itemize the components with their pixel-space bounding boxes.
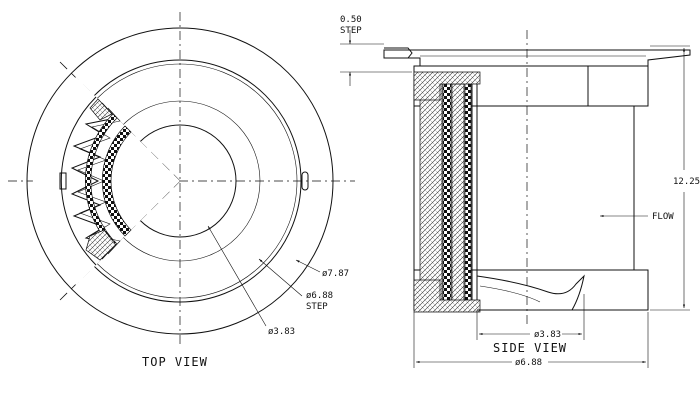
outlet-curve [476,274,585,311]
core-checker-band [102,125,132,237]
upper-end-cap [413,71,481,101]
perforated-core-left [442,77,452,311]
flange-tip [384,47,413,59]
top-view: ø7.87 ø6.88 STEP ø3.83 TOP VIEW [8,12,355,369]
inner-pleat-pack [451,83,465,305]
step-diameter-label: ø6.88 [306,291,333,301]
outer-flange-circle [26,27,334,335]
inner-diameter-leader [207,225,267,327]
pleated-media-zigzag [70,102,117,260]
step-diameter-step-label: STEP [306,302,328,312]
top-potting-pad [89,98,113,121]
perforated-core-right [464,79,472,309]
inner-liner [471,81,478,309]
outer-diameter-leader [295,259,321,273]
overall-diameter-side-label: ø6.88 [515,358,542,368]
outer-pleat-pack [419,79,443,309]
inner-diameter-side-label: ø3.83 [534,330,561,340]
flow-label: FLOW [652,212,674,222]
height-label: 12.25 [673,177,700,187]
left-notch [59,172,67,190]
top-flange [383,49,691,67]
bottom-potting-pad [85,229,117,261]
outlet-curve-inner [479,285,541,303]
step-diameter-leader [258,258,303,297]
cutaway-outer-arc [60,96,97,266]
step-height-word: STEP [340,26,362,36]
side-view: 0.50 STEP 12.25 FLOW ø3.83 ø6.88 SIDE VI… [340,15,700,368]
outer-diameter-label: ø7.87 [322,269,349,279]
side-view-title: SIDE VIEW [493,341,567,355]
step-height-value: 0.50 [340,15,362,25]
inner-diameter-top-label: ø3.83 [268,327,295,337]
right-slot [301,171,309,191]
top-view-title: TOP VIEW [142,355,208,369]
